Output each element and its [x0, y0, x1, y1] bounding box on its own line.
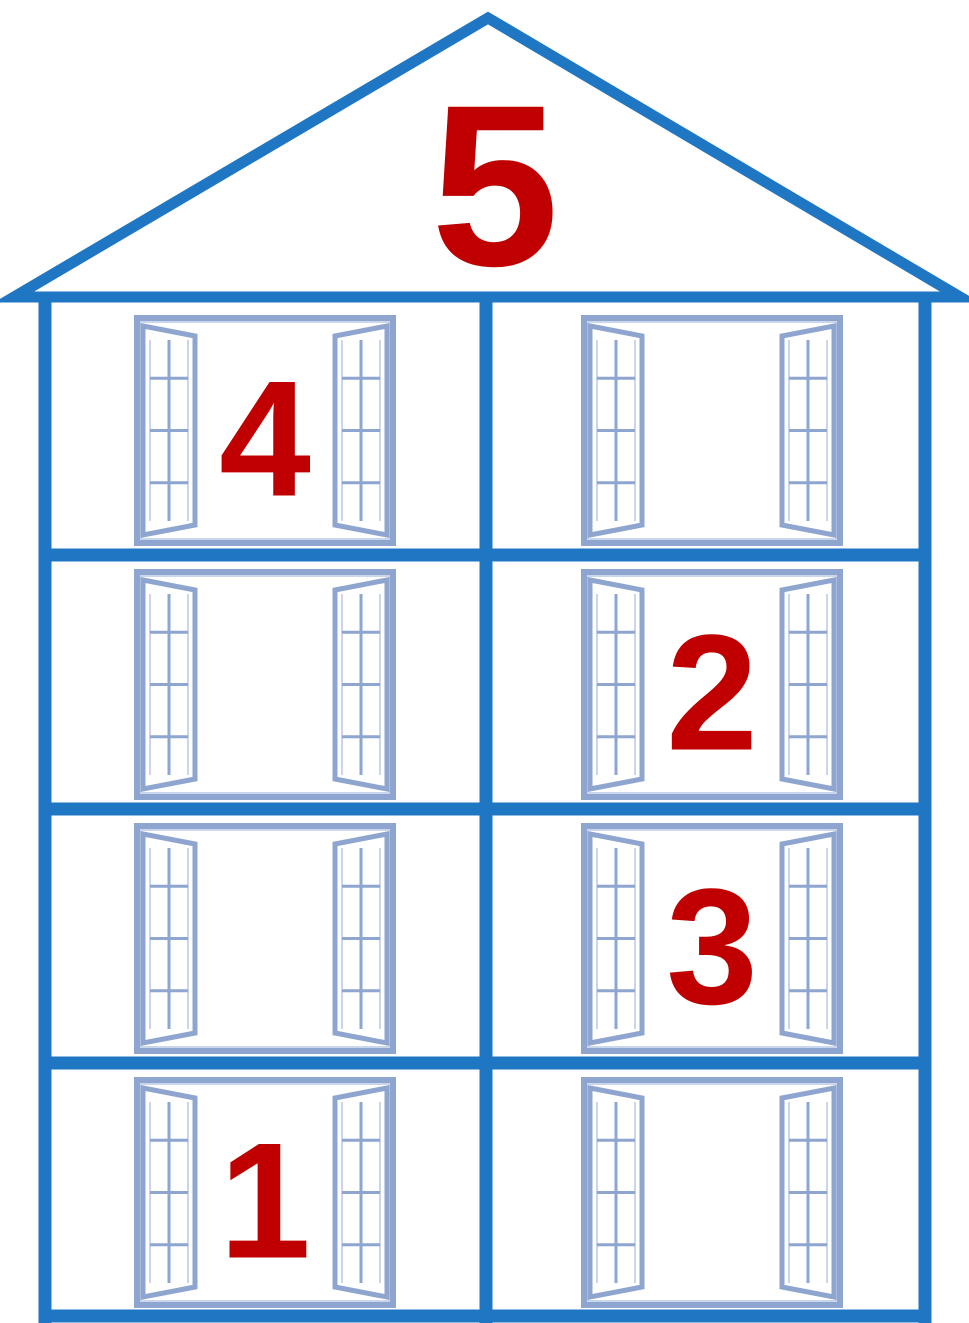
floor-number-4-left: 1: [219, 1109, 311, 1293]
floor-number-1-left: 4: [219, 347, 311, 531]
window: [582, 1080, 842, 1305]
window: [135, 826, 395, 1051]
floor-number-2-right: 2: [666, 601, 758, 785]
roof-number: 5: [431, 57, 559, 314]
window: [135, 572, 395, 797]
floor-number-3-right: 3: [666, 855, 758, 1039]
window: [582, 318, 842, 543]
